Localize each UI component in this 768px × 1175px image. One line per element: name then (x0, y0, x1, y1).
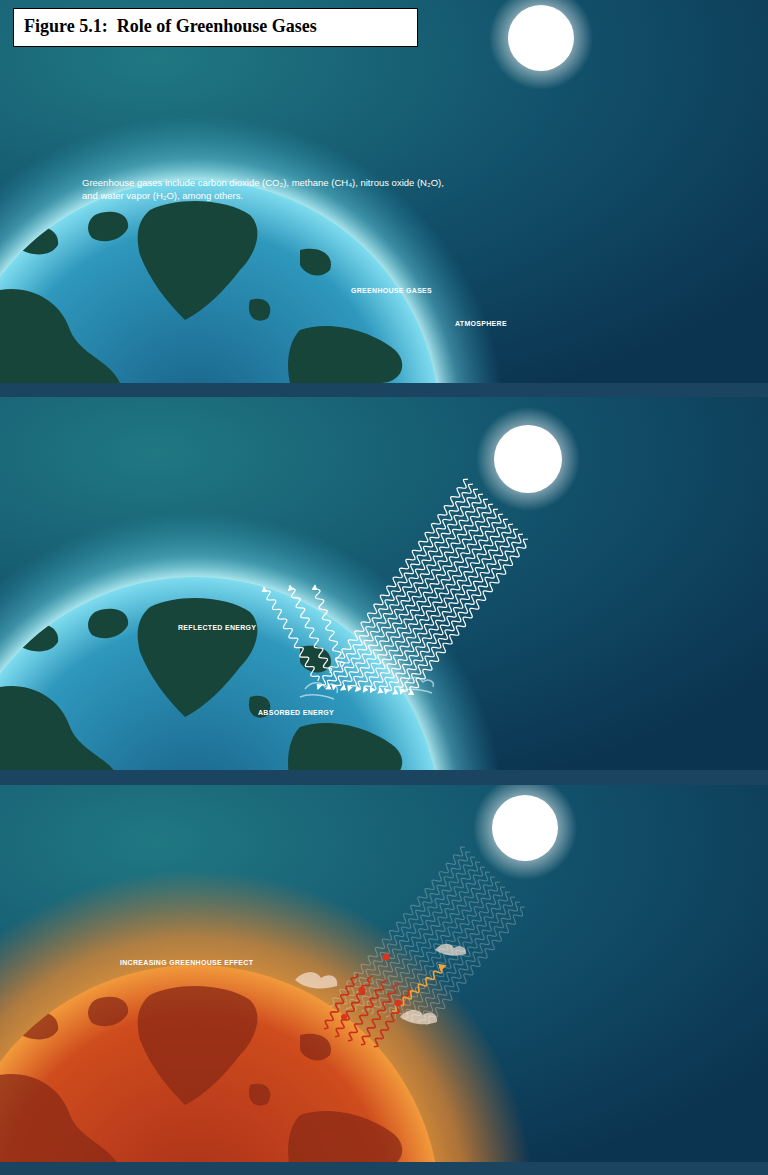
incoming-energy-wave (426, 907, 525, 1025)
land-masses (0, 201, 402, 383)
region-label: GREENHOUSE GASES (351, 287, 432, 295)
separator-band (0, 1162, 768, 1175)
region-label: ATMOSPHERE (455, 320, 507, 328)
reflected-energy-wave (315, 585, 344, 667)
incoming-energy-wave (341, 494, 483, 690)
incoming-energy-wave (402, 892, 510, 1020)
energy-waves (264, 479, 528, 695)
incoming-energy-wave (386, 524, 513, 693)
heat-dots (341, 954, 402, 1021)
incoming-energy-wave (401, 534, 523, 694)
atmosphere-glow (0, 870, 535, 1162)
earth (0, 180, 440, 383)
land-masses (0, 598, 402, 770)
escaping-heat-wave (392, 966, 445, 1012)
incoming-energy-wave (346, 857, 475, 1010)
incoming-energy-wave (339, 852, 470, 1008)
incoming-energy-wave (409, 539, 528, 695)
incoming-energy-wave (386, 882, 500, 1017)
sun (508, 5, 574, 71)
incoming-energy-wave (330, 847, 465, 1007)
sun-glow (473, 785, 577, 880)
energy-label: ABSORBED ENERGY (258, 709, 334, 717)
incoming-energy-wave (410, 897, 515, 1022)
incoming-energy-wave (348, 499, 488, 691)
figure-title: Figure 5.1: Role of Greenhouse Gases (13, 8, 418, 47)
incoming-energy-wave (418, 902, 520, 1023)
atmosphere-glow (0, 115, 505, 383)
incoming-energy-wave (393, 529, 518, 694)
sun-glow (489, 0, 593, 90)
sun (494, 425, 562, 493)
incoming-energy-wave (371, 514, 503, 692)
panel-increasing-effect (0, 776, 768, 1175)
sun (492, 795, 558, 861)
trapped-heat-wave (324, 973, 358, 1029)
land-masses (0, 986, 402, 1162)
trapped-heat-waves (324, 847, 525, 1047)
trapped-heat-wave (361, 983, 398, 1045)
sun-glow (476, 407, 580, 511)
incoming-energy-wave (326, 484, 473, 689)
incoming-energy-wave (318, 479, 468, 689)
incoming-energy-wave (378, 519, 508, 693)
description-text: Greenhouse gases include carbon dioxide … (82, 176, 450, 203)
incoming-energy-wave (355, 862, 480, 1011)
effect-label: INCREASING GREENHOUSE EFFECT (120, 959, 253, 967)
energy-label: REFLECTED ENERGY (178, 624, 256, 632)
